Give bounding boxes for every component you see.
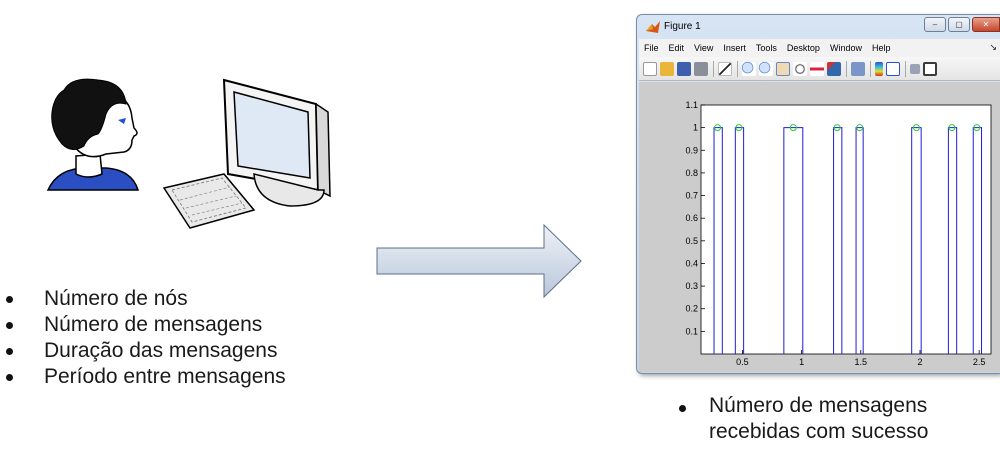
zoom-in-icon[interactable] xyxy=(742,61,756,76)
list-item: Número de mensagens recebidas com sucess… xyxy=(653,393,993,445)
data-point-marker xyxy=(912,124,920,132)
link-icon[interactable] xyxy=(851,61,865,76)
y-tick-label: 0.1 xyxy=(685,326,698,336)
zoom-out-icon[interactable] xyxy=(759,61,773,76)
menu-insert[interactable]: Insert xyxy=(723,43,746,53)
list-item: Duração das mensagens xyxy=(0,338,400,364)
y-tick-label: 1.1 xyxy=(685,100,698,110)
matlab-icon xyxy=(646,21,660,33)
figure-canvas: 0.1 0.2 0.3 0.4 0.5 0.6 0.7 0.8 0.9 1 1.1 0.5 1 1.5 2 2… xyxy=(639,82,1000,372)
pulse-line xyxy=(783,127,804,354)
toolbar-separator xyxy=(905,60,906,77)
menu-help[interactable]: Help xyxy=(871,43,891,53)
y-tick-label: 0.4 xyxy=(685,258,698,268)
data-point-marker xyxy=(789,124,797,132)
x-tick-label: 2.5 xyxy=(973,357,986,367)
new-icon[interactable] xyxy=(643,61,657,76)
pan-icon[interactable] xyxy=(776,61,790,76)
data-point-marker xyxy=(973,124,981,132)
y-tick-label: 0.2 xyxy=(685,304,698,314)
input-parameters-list: Número de nós Número de mensagens Duraçã… xyxy=(0,286,400,390)
brush-icon[interactable] xyxy=(827,61,841,76)
menu-bar: File Edit View Insert Tools Desktop Wind… xyxy=(639,39,1000,57)
menu-window[interactable]: Window xyxy=(829,43,862,53)
menu-file[interactable]: File xyxy=(644,43,659,53)
close-button[interactable]: ✕ xyxy=(972,17,1000,32)
open-icon[interactable] xyxy=(660,61,674,76)
output-list: Número de mensagens recebidas com sucess… xyxy=(653,393,993,445)
minimize-button[interactable]: – xyxy=(924,17,946,32)
x-tick-label: 1 xyxy=(799,357,804,367)
pointer-icon[interactable] xyxy=(718,61,732,76)
person-icon xyxy=(46,78,140,191)
data-cursor-icon[interactable] xyxy=(810,61,824,76)
menu-desktop[interactable]: Desktop xyxy=(786,43,820,53)
maximize-button[interactable]: ▢ xyxy=(948,17,970,32)
data-point-marker xyxy=(948,124,956,132)
menu-tools[interactable]: Tools xyxy=(755,43,777,53)
y-tick-label: 1 xyxy=(693,123,698,133)
pulse-line xyxy=(947,127,958,354)
close-icon: ✕ xyxy=(982,20,990,29)
maximize-icon: ▢ xyxy=(955,20,963,29)
x-tick-label: 1.5 xyxy=(855,357,868,367)
list-item: Número de mensagens xyxy=(0,312,400,338)
line-chart: 0.1 0.2 0.3 0.4 0.5 0.6 0.7 0.8 0.9 1 1.1 0.5 1 1.5 2 2… xyxy=(685,100,992,367)
pulse-line xyxy=(713,127,723,354)
computer-icon xyxy=(162,78,331,229)
flow-arrow-icon xyxy=(376,224,582,298)
toolbar-separator xyxy=(846,60,847,77)
minimize-icon: – xyxy=(932,20,938,29)
hide-plot-tools-icon[interactable] xyxy=(910,63,920,74)
list-item: Período entre mensagens xyxy=(0,364,400,390)
figure-window: Figure 1 – ▢ ✕ File Edit View Insert Too… xyxy=(636,14,1000,374)
x-tick-label: 0.5 xyxy=(736,357,749,367)
dock-arrow-icon[interactable]: ↘ xyxy=(989,42,997,52)
legend-icon[interactable] xyxy=(886,61,900,76)
plot-area xyxy=(700,104,992,355)
data-point-marker xyxy=(735,124,743,132)
y-tick-label: 0.6 xyxy=(685,213,698,223)
data-point-marker xyxy=(856,124,864,132)
y-tick-label: 0.9 xyxy=(685,145,698,155)
user-computer-illustration xyxy=(46,78,331,229)
pulse-line xyxy=(734,127,745,354)
y-tick-label: 0.5 xyxy=(685,236,698,246)
window-title: Figure 1 xyxy=(664,21,701,32)
save-icon[interactable] xyxy=(677,61,691,76)
show-plot-tools-icon[interactable] xyxy=(923,61,937,76)
menu-view[interactable]: View xyxy=(694,43,714,53)
data-point-marker xyxy=(714,124,722,132)
toolbar-separator xyxy=(713,60,714,77)
list-item: Número de nós xyxy=(0,286,400,312)
print-icon[interactable] xyxy=(694,61,708,76)
figure-toolbar xyxy=(639,57,1000,81)
y-tick-label: 0.8 xyxy=(685,168,698,178)
pulse-line xyxy=(911,127,922,354)
pulse-line xyxy=(833,127,843,354)
rotate-icon[interactable] xyxy=(793,61,807,76)
colorbar-icon[interactable] xyxy=(875,61,883,76)
pulse-line xyxy=(855,127,864,354)
menu-edit[interactable]: Edit xyxy=(668,43,685,53)
toolbar-separator xyxy=(870,60,871,77)
y-tick-label: 0.3 xyxy=(685,281,698,291)
window-titlebar[interactable]: Figure 1 – ▢ ✕ xyxy=(637,15,1000,39)
data-point-marker xyxy=(833,124,841,132)
x-tick-label: 2 xyxy=(917,357,922,367)
toolbar-separator xyxy=(737,60,738,77)
y-tick-label: 0.7 xyxy=(685,191,698,201)
pulse-line xyxy=(972,127,983,354)
